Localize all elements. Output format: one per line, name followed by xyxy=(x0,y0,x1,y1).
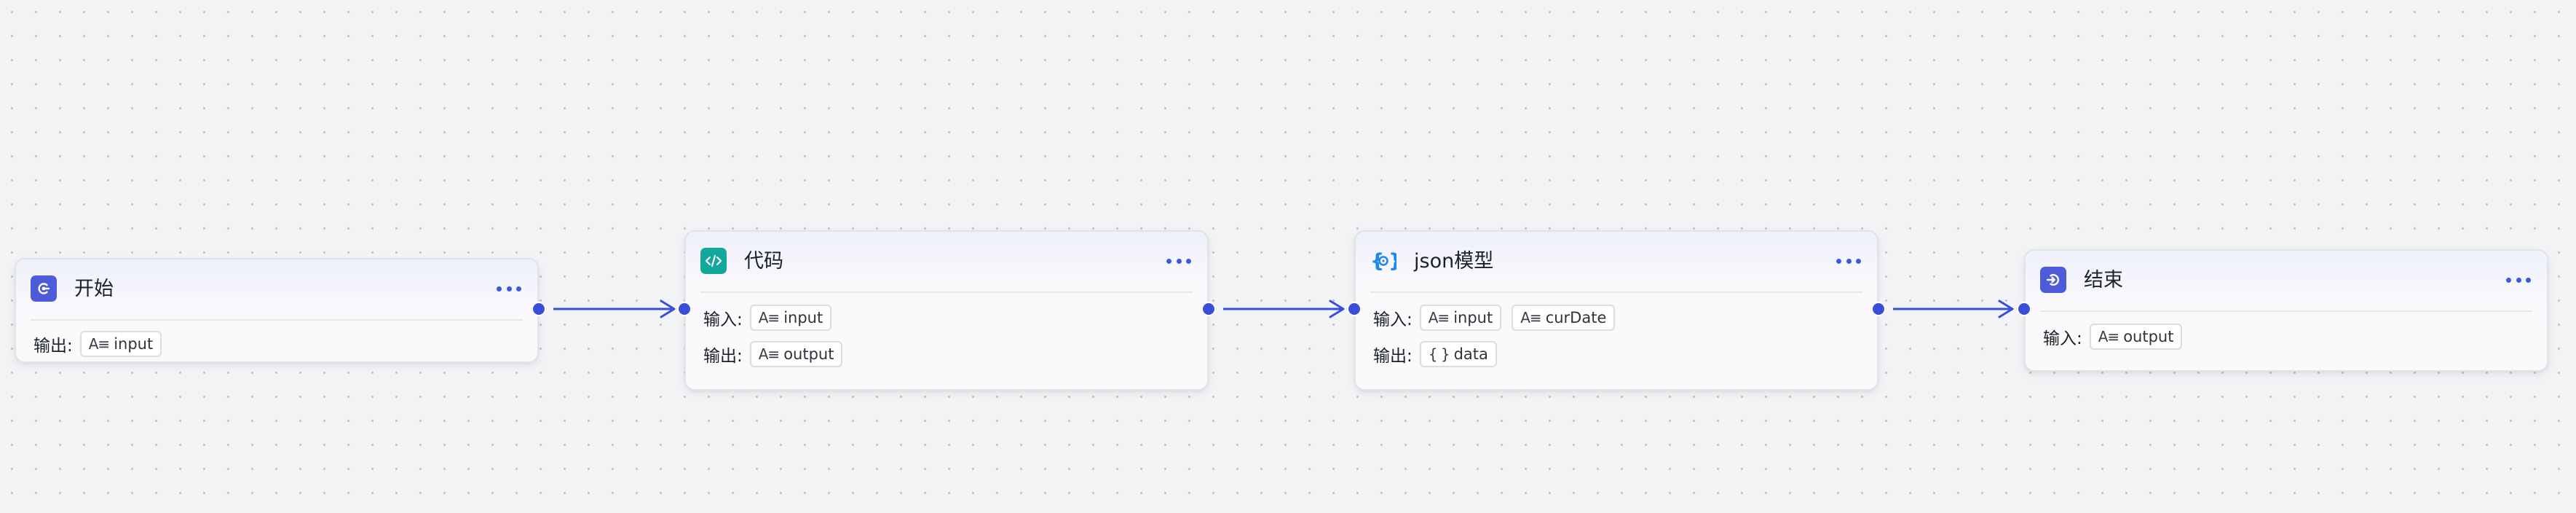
variable-name: curDate xyxy=(1545,309,1607,326)
node-header: 开始 xyxy=(31,259,523,321)
output-label: 输出: xyxy=(703,347,743,366)
svg-text:}: } xyxy=(1388,250,1396,272)
code-icon xyxy=(700,248,727,274)
node-title: 代码 xyxy=(744,250,783,273)
code-node[interactable]: 代码 输入: A≡ input 输出: A≡ output xyxy=(684,230,1209,391)
end-icon xyxy=(2040,267,2066,293)
variable-name: output xyxy=(783,345,834,363)
variable-tag[interactable]: A≡ input xyxy=(79,331,162,357)
node-header: 代码 xyxy=(700,232,1193,293)
end-input-handle[interactable] xyxy=(2017,302,2031,316)
node-header: 结束 xyxy=(2040,251,2532,312)
start-icon xyxy=(31,275,57,302)
node-title: json模型 xyxy=(1414,250,1494,273)
edge-json-to-end[interactable] xyxy=(1893,299,2014,318)
output-row: 输出: A≡ input xyxy=(33,329,162,359)
variable-tag[interactable]: A≡ input xyxy=(749,305,832,331)
edge-code-to-json[interactable] xyxy=(1223,299,1345,318)
variable-name: input xyxy=(783,309,823,326)
variable-name: data xyxy=(1453,345,1488,363)
variable-name: input xyxy=(1453,309,1493,326)
json-model-node[interactable]: { } json模型 输入: A≡ input A≡ curDate 输出: xyxy=(1354,230,1878,391)
json-output-handle[interactable] xyxy=(1871,302,1886,316)
variable-name: output xyxy=(2123,328,2174,345)
output-row: 输出: A≡ output xyxy=(703,340,843,369)
start-output-handle[interactable] xyxy=(532,302,546,316)
more-options-icon[interactable] xyxy=(1166,251,1191,271)
variable-tag[interactable]: A≡ input xyxy=(1419,305,1502,331)
edge-start-to-code[interactable] xyxy=(553,299,676,318)
node-title: 开始 xyxy=(74,278,114,300)
svg-text:{: { xyxy=(1370,250,1384,272)
node-header: { } json模型 xyxy=(1370,232,1862,293)
code-output-handle[interactable] xyxy=(1201,302,1216,316)
string-type-icon: A≡ xyxy=(758,309,780,326)
variable-tag[interactable]: { } data xyxy=(1419,341,1497,367)
variable-tag[interactable]: A≡ output xyxy=(2089,324,2183,350)
output-row: 输出: { } data xyxy=(1373,340,1497,369)
string-type-icon: A≡ xyxy=(88,335,110,353)
variable-tag[interactable]: A≡ output xyxy=(749,341,843,367)
variable-name: input xyxy=(114,335,154,353)
code-input-handle[interactable] xyxy=(677,302,692,316)
string-type-icon: A≡ xyxy=(1520,309,1541,326)
input-label: 输入: xyxy=(703,310,743,329)
variable-tag[interactable]: A≡ curDate xyxy=(1512,305,1616,331)
string-type-icon: A≡ xyxy=(1428,309,1450,326)
object-type-icon: { } xyxy=(1428,345,1450,363)
json-model-icon: { } xyxy=(1370,248,1396,274)
node-title: 结束 xyxy=(2084,269,2123,291)
start-node[interactable]: 开始 输出: A≡ input xyxy=(15,258,539,363)
output-label: 输出: xyxy=(1373,347,1413,366)
input-row: 输入: A≡ input A≡ curDate xyxy=(1373,303,1616,332)
output-label: 输出: xyxy=(33,337,73,356)
string-type-icon: A≡ xyxy=(2098,328,2119,345)
input-row: 输入: A≡ output xyxy=(2043,322,2183,351)
more-options-icon[interactable] xyxy=(1836,251,1861,271)
input-row: 输入: A≡ input xyxy=(703,303,832,332)
input-label: 输入: xyxy=(1373,310,1413,329)
json-input-handle[interactable] xyxy=(1347,302,1362,316)
end-node[interactable]: 结束 输入: A≡ output xyxy=(2024,249,2548,372)
more-options-icon[interactable] xyxy=(497,278,521,299)
string-type-icon: A≡ xyxy=(758,345,780,363)
more-options-icon[interactable] xyxy=(2506,270,2531,290)
input-label: 输入: xyxy=(2043,329,2082,348)
